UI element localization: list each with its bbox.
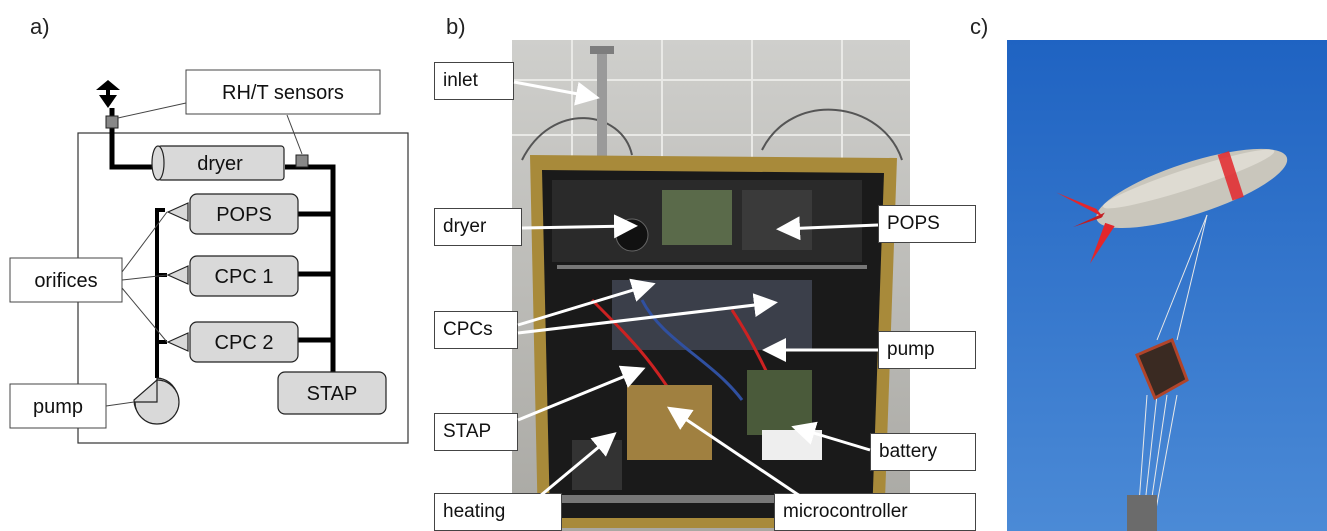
cpc2-component: CPC 2 (189, 321, 299, 363)
inlet-cap-icon (96, 80, 120, 90)
rh-t-sensor-inlet (105, 115, 119, 129)
callout-heating: heating (434, 493, 562, 531)
callout-pops: POPS (878, 205, 976, 243)
orifices-label: orifices (34, 270, 97, 292)
pops-component: POPS (189, 193, 299, 235)
orifices-callout: orifices (9, 257, 123, 303)
pump-label: pump (33, 396, 83, 418)
rh-t-sensor-dryer (295, 154, 309, 168)
orifice-icons (166, 202, 189, 352)
flow-schematic: dryer POPS CPC 1 CPC 2 STAP RH/T sensors… (9, 69, 409, 444)
pump-line (155, 208, 167, 378)
panel-label-a: a) (30, 14, 50, 39)
stap-component: STAP (277, 371, 387, 415)
instrument-photo-drawing (512, 40, 910, 531)
cpc2-label: CPC 2 (215, 332, 274, 354)
leader-lines (105, 211, 168, 407)
callout-cpcs: CPCs (434, 311, 518, 349)
inlet-funnel-icon (99, 95, 117, 108)
cpc1-label: CPC 1 (215, 266, 274, 288)
stap-label: STAP (307, 383, 358, 405)
panel-label-b: b) (446, 14, 466, 39)
callout-inlet: inlet (434, 62, 514, 100)
cpc1-component: CPC 1 (189, 255, 299, 297)
airship-photo (1007, 40, 1327, 531)
pump-component (133, 377, 180, 425)
pops-label: POPS (216, 204, 272, 226)
rh-t-sensors-label: RH/T sensors (222, 82, 344, 104)
instrument-photo (512, 40, 910, 531)
rh-t-sensors-callout: RH/T sensors (185, 69, 381, 115)
callout-stap: STAP (434, 413, 518, 451)
dryer-component: dryer (151, 145, 285, 181)
callout-battery: battery (870, 433, 976, 471)
dryer-label: dryer (197, 153, 243, 175)
callout-dryer: dryer (434, 208, 522, 246)
panel-label-c: c) (970, 14, 989, 39)
pump-callout: pump (9, 383, 107, 429)
airship (1056, 148, 1288, 264)
callout-microcontroller: microcontroller (774, 493, 976, 531)
payload-box (1135, 338, 1189, 401)
airship-photo-drawing (1007, 40, 1327, 531)
callout-pump: pump (878, 331, 976, 369)
